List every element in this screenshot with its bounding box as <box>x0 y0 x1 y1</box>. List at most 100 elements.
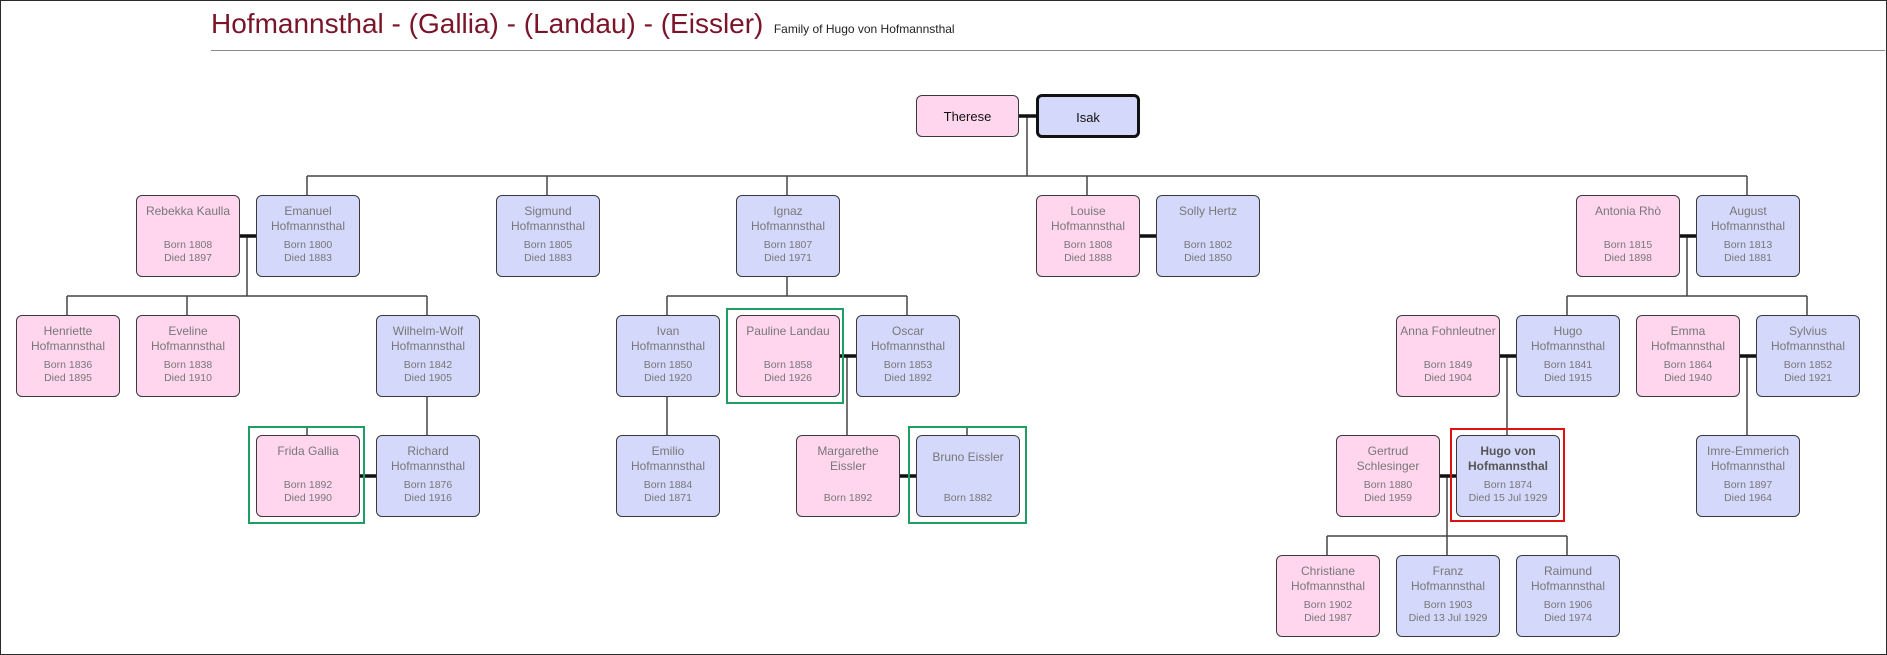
died-date: Died 1883 <box>524 252 572 264</box>
died-date: Died 13 Jul 1929 <box>1408 612 1488 624</box>
person-margarethe-eissler[interactable]: Margarethe Eissler Born 1892 <box>796 435 900 517</box>
person-name: Sylvius Hofmannsthal <box>1770 324 1846 353</box>
died-date: Died 1850 <box>1184 252 1232 264</box>
died-date: Died 1940 <box>1664 372 1712 384</box>
person-name: Gertrud Schlesinger <box>1356 444 1420 473</box>
title-divider <box>211 50 1885 51</box>
born-date: Born 1906 <box>1543 599 1593 611</box>
born-date: Born 1808 <box>1063 239 1113 251</box>
person-name: Margarethe Eissler <box>817 444 879 473</box>
died-date: Died 1895 <box>44 372 92 384</box>
born-date: Born 1880 <box>1363 479 1413 491</box>
died-date: Died 1971 <box>764 252 812 264</box>
born-date: Born 1800 <box>283 239 333 251</box>
died-date: Died 1916 <box>404 492 452 504</box>
born-date: Born 1807 <box>763 239 813 251</box>
born-date: Born 1874 <box>1483 479 1533 491</box>
born-date: Born 1864 <box>1663 359 1713 371</box>
person-name: Henriette Hofmannsthal <box>30 324 106 353</box>
page-header: Hofmannsthal - (Gallia) - (Landau) - (Ei… <box>211 8 955 40</box>
died-date: Died 1910 <box>164 372 212 384</box>
person-name: Christiane Hofmannsthal <box>1290 564 1366 593</box>
born-date: Born 1808 <box>163 239 213 251</box>
died-date: Died 1987 <box>1304 612 1352 624</box>
died-date: Died 1892 <box>884 372 932 384</box>
person-name: Imre-Emmerich Hofmannsthal <box>1706 444 1789 473</box>
person-name: Antonia Rhò <box>1594 204 1662 218</box>
person-name: Rebekka Kaulla <box>145 204 231 218</box>
died-date: Died 1964 <box>1724 492 1772 504</box>
person-name: Therese <box>943 109 992 124</box>
person-name: Hugo Hofmannsthal <box>1530 324 1606 353</box>
person-name: Franz Hofmannsthal <box>1410 564 1486 593</box>
born-date: Born 1892 <box>283 479 333 491</box>
person-therese[interactable]: Therese <box>916 95 1019 137</box>
died-date: Died 1920 <box>644 372 692 384</box>
died-date: Died 1974 <box>1544 612 1592 624</box>
born-date: Born 1882 <box>943 492 993 504</box>
person-name: Emilio Hofmannsthal <box>630 444 706 473</box>
person-name: Oscar Hofmannsthal <box>870 324 946 353</box>
died-date: Died 1915 <box>1544 372 1592 384</box>
highlight-frame-bruno <box>908 426 1027 524</box>
born-date: Born 1841 <box>1543 359 1593 371</box>
person-name: Emma Hofmannsthal <box>1650 324 1726 353</box>
died-date: Died 1888 <box>1064 252 1112 264</box>
died-date: Died 1905 <box>404 372 452 384</box>
died-date: Died 1881 <box>1724 252 1772 264</box>
born-date: Born 1805 <box>523 239 573 251</box>
person-name: August Hofmannsthal <box>1710 204 1786 233</box>
born-date: Born 1849 <box>1423 359 1473 371</box>
born-date: Born 1858 <box>763 359 813 371</box>
born-date: Born 1813 <box>1723 239 1773 251</box>
person-bruno-eissler[interactable]: Bruno Eissler Born 1882 <box>916 435 1020 517</box>
person-isak[interactable]: Isak <box>1036 94 1140 138</box>
person-name: Richard Hofmannsthal <box>390 444 466 473</box>
born-date: Born 1815 <box>1603 239 1653 251</box>
person-name: Ignaz Hofmannsthal <box>750 204 826 233</box>
person-name: Anna Fohnleutner <box>1400 324 1496 338</box>
born-date: Born 1853 <box>883 359 933 371</box>
